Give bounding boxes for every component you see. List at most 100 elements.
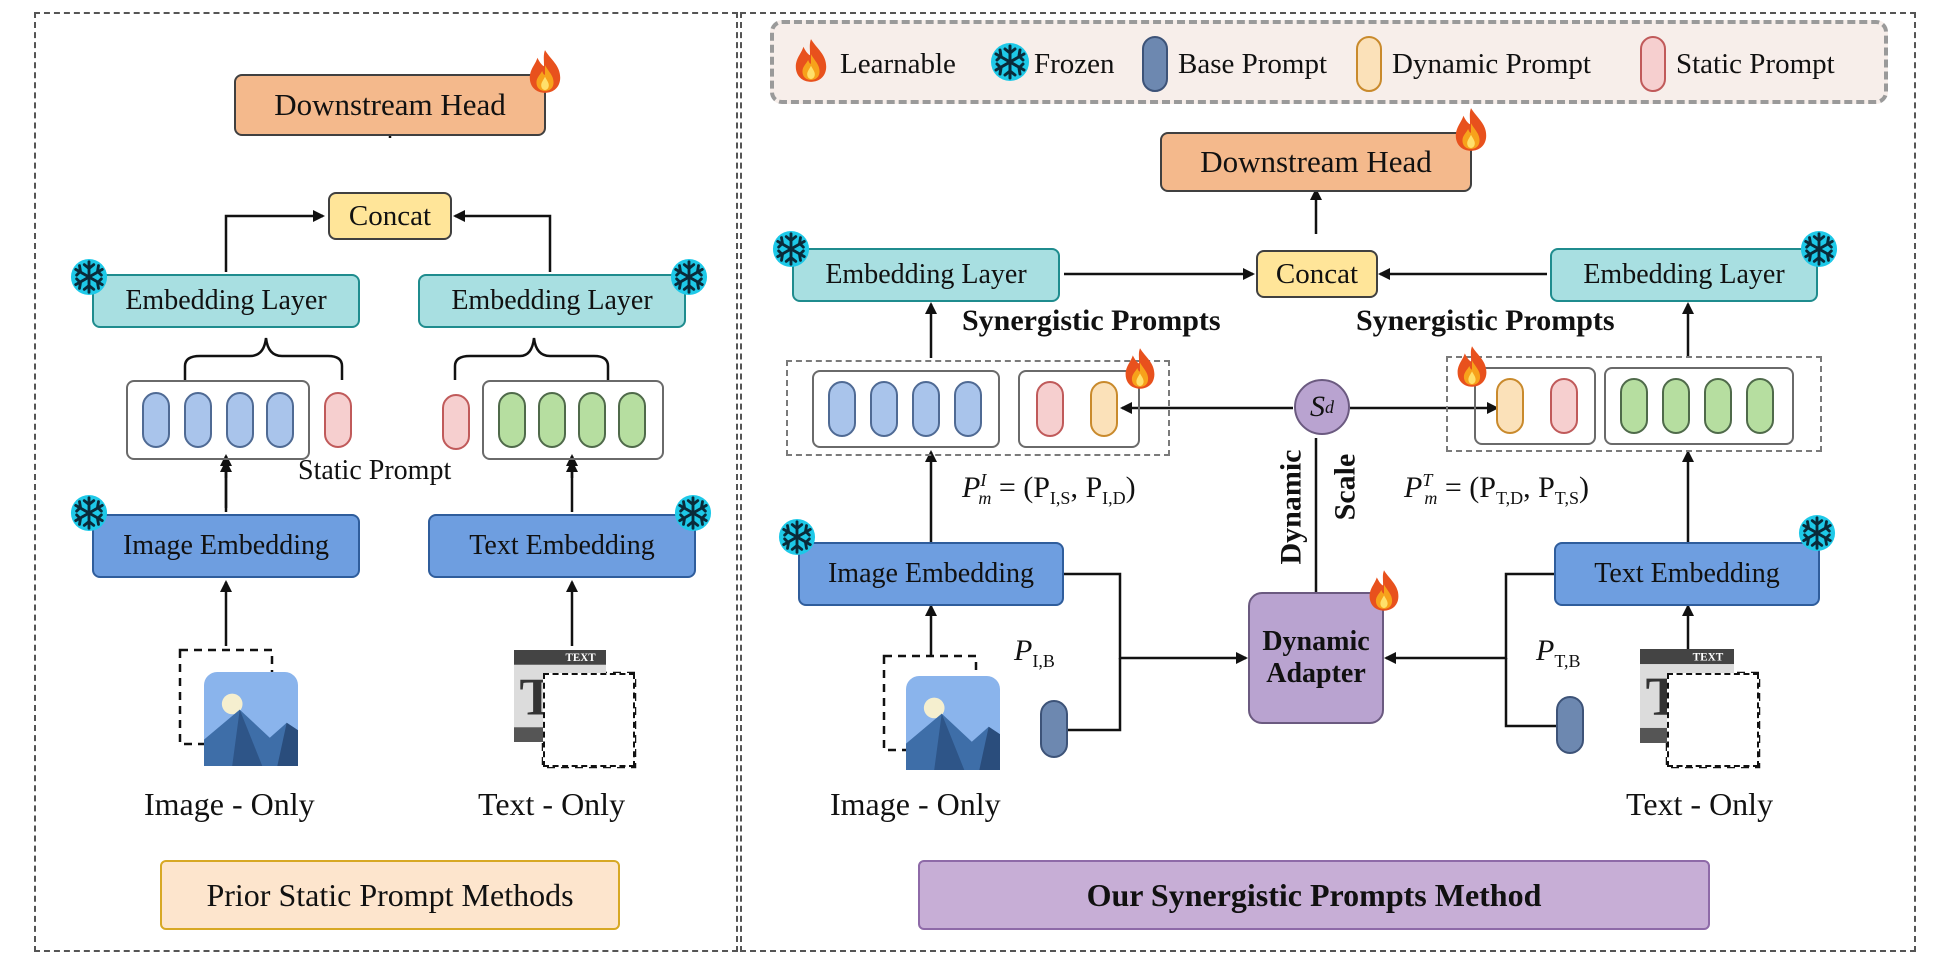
left-image-base-prompt-group <box>126 380 310 460</box>
legend-static-prompt-swatch <box>1640 36 1666 92</box>
right-embedding-layer-text-label: Embedding Layer <box>1583 259 1785 290</box>
ptb-sub: T,B <box>1554 651 1581 671</box>
left-image-embedding: Image Embedding <box>92 514 360 578</box>
formula-sup: I <box>980 470 987 490</box>
formula-mid: , P <box>1523 471 1555 504</box>
legend: Learnable Frozen Base Prompt Dynamic Pro… <box>770 20 1888 104</box>
snowflake-icon <box>1798 514 1836 552</box>
right-text-prompt-container <box>1446 356 1822 452</box>
legend-frozen: Frozen <box>1034 48 1115 80</box>
legend-dynamic-prompt-swatch <box>1356 36 1382 92</box>
base-prompt-token <box>266 392 294 448</box>
pib-p: P <box>1014 634 1033 667</box>
formula-s2: T,S <box>1554 488 1579 508</box>
base-prompt-token <box>226 392 254 448</box>
base-prompt-token <box>538 392 566 448</box>
pib-sub: I,B <box>1032 651 1055 671</box>
image-base-prompt-token <box>1040 700 1068 758</box>
legend-static-prompt: Static Prompt <box>1676 48 1835 80</box>
formula-sub: m <box>978 488 992 508</box>
text-prompt-formula: PTm = (PT,D, PT,S) <box>1404 470 1589 509</box>
base-prompt-token <box>1662 378 1690 434</box>
right-text-synergistic-group <box>1474 367 1596 445</box>
left-text-embedding-label: Text Embedding <box>469 530 655 561</box>
base-prompt-token <box>912 381 940 437</box>
right-text-only-caption: Text - Only <box>1626 786 1774 822</box>
formula-end: ) <box>1125 471 1136 504</box>
right-downstream-head: Downstream Head <box>1160 132 1472 192</box>
scale-factor-symbol: S <box>1310 390 1325 423</box>
snowflake-icon <box>674 494 712 532</box>
left-panel <box>34 12 738 952</box>
right-text-embedding: Text Embedding <box>1554 542 1820 606</box>
static-prompt-token <box>1550 378 1578 434</box>
fire-icon <box>1452 106 1490 152</box>
formula-s2: I,D <box>1102 488 1126 508</box>
static-prompt-token <box>324 392 352 448</box>
formula-mid: , P <box>1070 471 1103 504</box>
right-image-synergistic-group <box>1018 370 1140 448</box>
formula-s1: T,D <box>1495 488 1524 508</box>
dynamic-adapter-line1: Dynamic <box>1262 625 1370 657</box>
static-prompt-token <box>442 394 470 450</box>
scale-label: Scale <box>1328 453 1362 521</box>
formula-end: ) <box>1578 471 1589 504</box>
formula-p: P <box>1404 471 1423 504</box>
left-embedding-layer-image: Embedding Layer <box>92 274 360 328</box>
formula-s1: I,S <box>1049 488 1071 508</box>
snowflake-icon <box>990 42 1030 82</box>
left-embedding-layer-text: Embedding Layer <box>418 274 686 328</box>
right-concat-label: Concat <box>1275 257 1359 290</box>
left-concat: Concat <box>328 192 452 240</box>
left-text-only-caption: Text - Only <box>478 786 626 822</box>
text-placeholder <box>543 673 635 767</box>
right-image-embedding: Image Embedding <box>798 542 1064 606</box>
static-prompt-token <box>1036 381 1064 437</box>
base-prompt-token <box>1704 378 1732 434</box>
dynamic-prompt-token <box>1090 381 1118 437</box>
formula-sub: m <box>1424 488 1438 508</box>
text-base-prompt-token <box>1556 696 1584 754</box>
right-method-tag-label: Our Synergistic Prompts Method <box>1086 876 1542 913</box>
text-placeholder <box>1667 673 1759 767</box>
base-prompt-token <box>618 392 646 448</box>
snowflake-icon <box>1800 230 1838 268</box>
left-embedding-layer-image-label: Embedding Layer <box>125 285 327 316</box>
right-method-tag: Our Synergistic Prompts Method <box>918 860 1710 930</box>
right-panel <box>740 12 1916 952</box>
base-prompt-token <box>142 392 170 448</box>
image-icon <box>906 676 1000 770</box>
fire-icon <box>1122 346 1158 390</box>
legend-base-prompt-swatch <box>1142 36 1168 92</box>
snowflake-icon <box>670 258 708 296</box>
left-image-only-caption: Image - Only <box>144 786 315 822</box>
base-prompt-token <box>1620 378 1648 434</box>
right-text-base-prompt-group <box>1604 367 1794 445</box>
snowflake-icon <box>70 494 108 532</box>
dynamic-adapter: Dynamic Adapter <box>1248 592 1384 724</box>
right-image-embedding-label: Image Embedding <box>827 558 1035 589</box>
fire-icon <box>1366 568 1402 612</box>
formula-rhs: = (P <box>998 471 1050 504</box>
fire-icon <box>526 48 564 94</box>
left-method-tag: Prior Static Prompt Methods <box>160 860 620 930</box>
right-synergistic-prompts-image: Synergistic Prompts <box>962 304 1221 337</box>
right-synergistic-prompts-text: Synergistic Prompts <box>1356 304 1615 337</box>
image-base-prompt-label: PI,B <box>1014 634 1055 672</box>
base-prompt-token <box>870 381 898 437</box>
legend-dynamic-prompt: Dynamic Prompt <box>1392 48 1591 80</box>
dynamic-prompt-token <box>1496 378 1524 434</box>
right-concat: Concat <box>1256 250 1378 298</box>
base-prompt-token <box>184 392 212 448</box>
right-embedding-layer-text: Embedding Layer <box>1550 248 1818 302</box>
base-prompt-token <box>828 381 856 437</box>
base-prompt-token <box>498 392 526 448</box>
left-embedding-layer-text-label: Embedding Layer <box>451 285 653 316</box>
formula-p: P <box>962 471 981 504</box>
snowflake-icon <box>70 258 108 296</box>
right-image-only-caption: Image - Only <box>830 786 1001 822</box>
fire-icon <box>1454 344 1490 388</box>
left-method-tag-label: Prior Static Prompt Methods <box>206 876 574 913</box>
left-image-embedding-label: Image Embedding <box>122 530 330 561</box>
